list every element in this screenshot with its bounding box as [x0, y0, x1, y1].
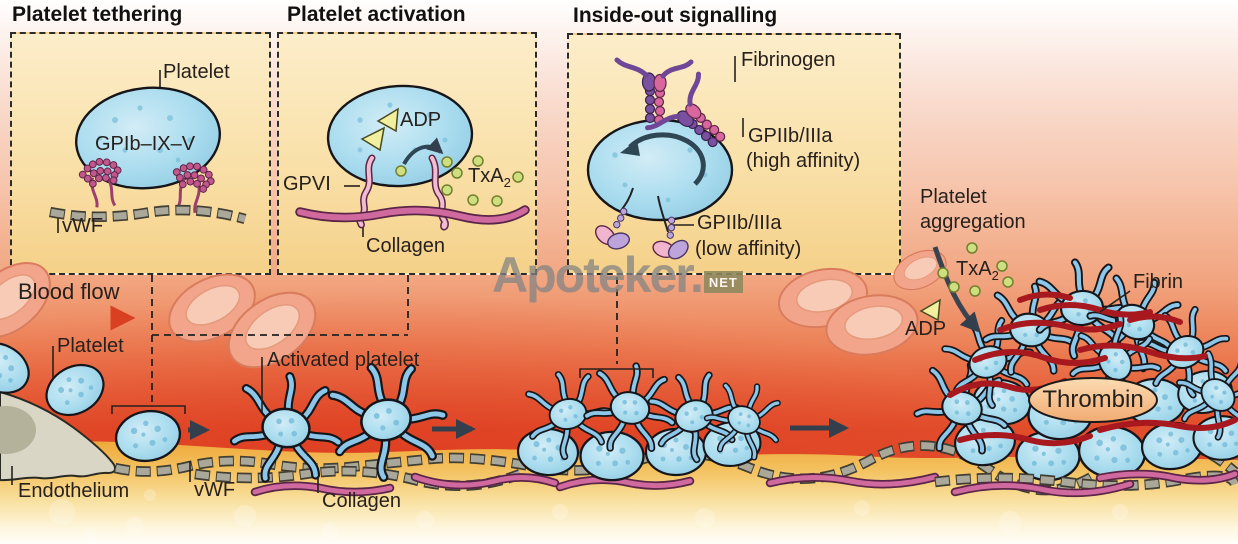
- blood-flow-label: Blood flow: [18, 279, 120, 304]
- panel3-gpiib-high-label2: (high affinity): [746, 150, 861, 172]
- fibrin-label: Fibrin: [1133, 271, 1184, 293]
- panel-platelet-tethering: [10, 32, 271, 275]
- panel3-gpiib-high-label: GPIIb/IIIa: [748, 125, 833, 147]
- panel2-title: Platelet activation: [287, 3, 466, 26]
- endothelium-label: Endothelium: [18, 480, 130, 502]
- panel1-gpib-label: GPIb–IX–V: [95, 133, 196, 155]
- scene-collagen-label: Collagen: [322, 490, 401, 512]
- aggregation-label-line2: aggregation: [920, 211, 1026, 233]
- scene-txa2-label: TxA2: [956, 258, 999, 283]
- aggregation-label-line1: Platelet: [920, 186, 987, 208]
- panel2-txa2-label: TxA2: [468, 165, 511, 190]
- scene-vwf-label: vWF: [194, 479, 236, 501]
- scene-adp-label: ADP: [905, 318, 947, 340]
- panel1-platelet-label: Platelet: [163, 61, 230, 83]
- panel2-gpvi-label: GPVI: [283, 173, 331, 195]
- panel3-fibrinogen-label: Fibrinogen: [741, 49, 836, 71]
- panel2-collagen-label: Collagen: [366, 235, 445, 257]
- panel3-gpiib-low-label: GPIIb/IIIa: [697, 212, 782, 234]
- panel3-gpiib-low-label2: (low affinity): [695, 238, 802, 260]
- panel1-vwf-label: vWF: [62, 215, 104, 237]
- scene-platelet-label: Platelet: [57, 335, 124, 357]
- thrombin-label: Thrombin: [1042, 386, 1144, 413]
- panel1-title: Platelet tethering: [12, 3, 183, 26]
- watermark-net-badge: NET: [703, 271, 743, 293]
- watermark-text: Apoteker.: [492, 247, 704, 303]
- panel3-title: Inside-out signalling: [573, 4, 778, 27]
- activated-platelet-label: Activated platelet: [267, 349, 420, 371]
- panel2-adp-label: ADP: [400, 109, 442, 131]
